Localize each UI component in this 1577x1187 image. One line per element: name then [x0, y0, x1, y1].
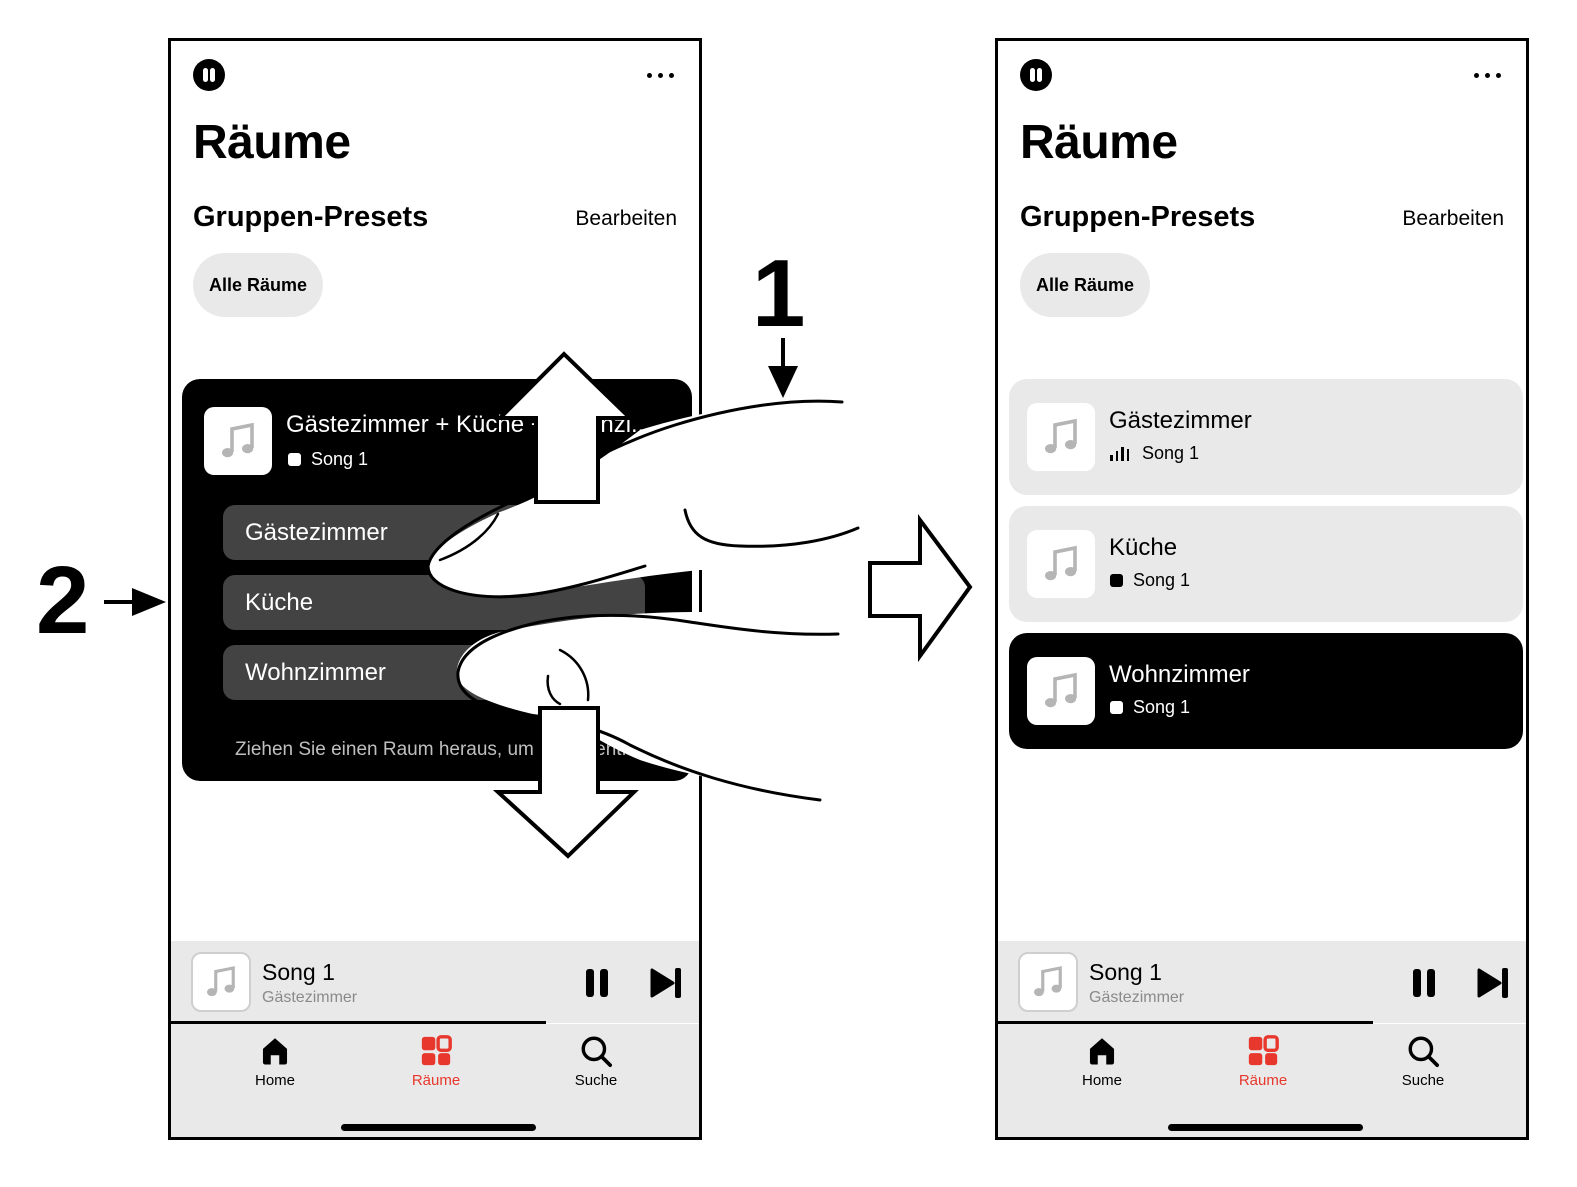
album-art: [204, 407, 272, 475]
mini-player[interactable]: Song 1 Gästezimmer: [998, 941, 1526, 1023]
skip-forward-icon[interactable]: [649, 967, 683, 999]
rooms-icon: [421, 1035, 452, 1066]
room-card-wohnzimmer[interactable]: Wohnzimmer Song 1: [1009, 633, 1523, 749]
member-room-kueche[interactable]: Küche: [223, 575, 645, 630]
drag-hint: Ziehen Sie einen Raum heraus, um ihn zu …: [235, 739, 676, 760]
music-note-icon: [1034, 966, 1062, 997]
search-icon: [581, 1036, 613, 1068]
step-number-2: 2: [36, 547, 90, 654]
app-logo-icon: [1020, 59, 1052, 91]
pause-button[interactable]: [586, 969, 610, 997]
tab-label: Home: [1081, 1072, 1122, 1089]
room-card-gaestezimmer[interactable]: Gästezimmer Song 1: [1009, 379, 1523, 495]
skip-forward-icon[interactable]: [1476, 967, 1510, 999]
now-playing-title: Song 1: [1089, 959, 1162, 985]
edit-button[interactable]: Bearbeiten: [1402, 207, 1504, 230]
room-status-text: Song 1: [1133, 570, 1191, 590]
tab-rooms[interactable]: Räume: [1213, 1034, 1313, 1089]
preset-chip-all-rooms[interactable]: Alle Räume: [1020, 253, 1151, 317]
pause-button[interactable]: [1413, 969, 1437, 997]
step-2-pointer-arrow: [104, 588, 166, 616]
app-logo-icon: [193, 59, 225, 91]
tab-bar: Home Räume Suche: [171, 1024, 699, 1137]
more-options-icon[interactable]: [1474, 73, 1502, 79]
tab-bar: Home Räume Suche: [998, 1024, 1526, 1137]
step-1-pointer-arrow: [768, 338, 798, 398]
rooms-icon: [1248, 1035, 1279, 1066]
tab-home[interactable]: Home: [1052, 1034, 1152, 1089]
room-name: Gästezimmer: [1109, 407, 1252, 434]
room-card-kueche[interactable]: Küche Song 1: [1009, 506, 1523, 622]
tab-search[interactable]: Suche: [546, 1034, 646, 1089]
tab-label: Räume: [411, 1072, 461, 1089]
album-art: [1027, 403, 1095, 471]
edit-button[interactable]: Bearbeiten: [575, 207, 677, 230]
tab-home[interactable]: Home: [225, 1034, 325, 1089]
music-note-icon: [222, 422, 254, 458]
album-art: [1027, 530, 1095, 598]
stop-icon: [1110, 574, 1123, 587]
group-status: Song 1: [288, 449, 368, 470]
album-art: [1027, 657, 1095, 725]
now-playing-room: Gästezimmer: [1089, 989, 1185, 1006]
playback-progress: [998, 1021, 1373, 1024]
room-status: Song 1: [1110, 697, 1190, 718]
page-title: Räume: [193, 116, 351, 169]
now-playing-art: [191, 952, 251, 1012]
home-indicator[interactable]: [1168, 1124, 1363, 1131]
room-status: Song 1: [1110, 570, 1190, 591]
phone-screen-before: Räume Gruppen-Presets Bearbeiten Alle Rä…: [168, 38, 702, 1140]
now-playing-room: Gästezimmer: [262, 989, 358, 1006]
home-icon: [1089, 1038, 1115, 1065]
tab-label: Suche: [1401, 1072, 1445, 1089]
now-playing-art: [1018, 952, 1078, 1012]
stop-icon: [1110, 701, 1123, 714]
playing-bars-icon: [1110, 446, 1132, 461]
member-room-wohnzimmer[interactable]: Wohnzimmer: [223, 645, 645, 700]
home-icon: [262, 1038, 288, 1065]
music-note-icon: [1045, 545, 1077, 581]
section-title: Gruppen-Presets: [193, 201, 429, 233]
transition-right-arrow: [868, 513, 973, 663]
preset-chip-all-rooms[interactable]: Alle Räume: [193, 253, 324, 317]
room-name: Wohnzimmer: [1109, 661, 1250, 688]
tab-search[interactable]: Suche: [1373, 1034, 1473, 1089]
home-indicator[interactable]: [341, 1124, 536, 1131]
music-note-icon: [207, 966, 235, 997]
section-title: Gruppen-Presets: [1020, 201, 1256, 233]
now-playing-title: Song 1: [262, 959, 335, 985]
room-status: Song 1: [1110, 443, 1199, 464]
mini-player[interactable]: Song 1 Gästezimmer: [171, 941, 699, 1023]
music-note-icon: [1045, 672, 1077, 708]
page-title: Räume: [1020, 116, 1178, 169]
tab-label: Home: [254, 1072, 295, 1089]
member-room-gaestezimmer[interactable]: Gästezimmer: [223, 505, 645, 560]
tab-rooms[interactable]: Räume: [386, 1034, 486, 1089]
group-name: Gästezimmer + Küche + Wohnzi...: [286, 411, 652, 438]
more-options-icon[interactable]: [647, 73, 675, 79]
group-card[interactable]: Gästezimmer + Küche + Wohnzi... Song 1 G…: [182, 379, 692, 781]
tab-label: Räume: [1238, 1072, 1288, 1089]
room-status-text: Song 1: [1142, 443, 1200, 463]
tab-label: Suche: [574, 1072, 618, 1089]
playback-progress: [171, 1021, 546, 1024]
room-name: Küche: [1109, 534, 1178, 561]
music-note-icon: [1045, 418, 1077, 454]
phone-screen-after: Räume Gruppen-Presets Bearbeiten Alle Rä…: [995, 38, 1529, 1140]
search-icon: [1408, 1036, 1440, 1068]
group-status-text: Song 1: [311, 449, 369, 469]
step-number-1: 1: [752, 240, 806, 347]
stop-icon: [288, 453, 301, 466]
room-status-text: Song 1: [1133, 697, 1191, 717]
